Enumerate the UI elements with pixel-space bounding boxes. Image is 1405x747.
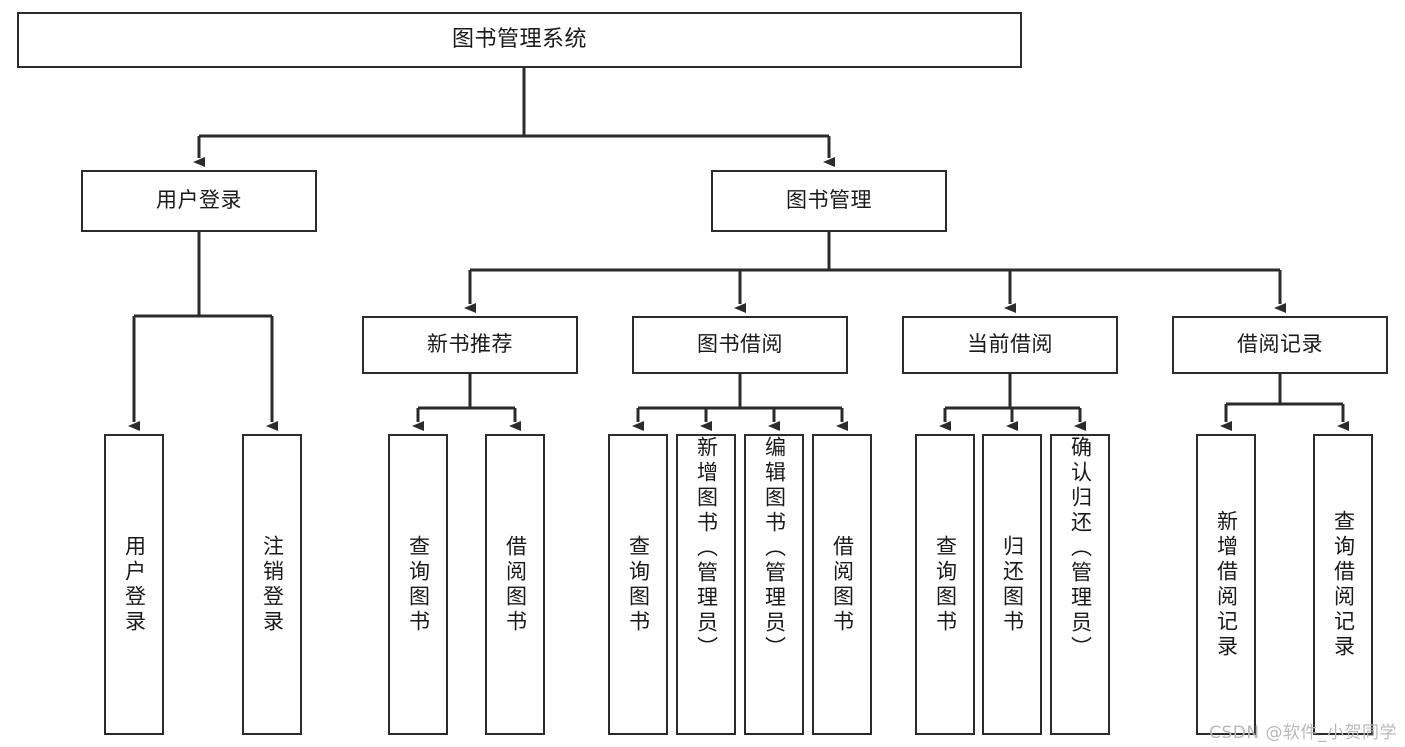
node-leaf-query-book-2-label: 查询图书 [626,534,651,635]
node-leaf-borrow-book-1-label: 借阅图书 [503,534,528,635]
node-leaf-query-record-label: 查询借阅记录 [1331,509,1356,660]
node-user-login-label: 用户登录 [156,188,242,213]
node-leaf-query-book-1[interactable]: 查询图书 [388,434,448,735]
edges-userlogin-to-leaves [128,232,278,431]
node-leaf-query-record[interactable]: 查询借阅记录 [1313,434,1373,735]
node-leaf-add-book-label: 新增图书（管理员） [694,436,719,661]
node-leaf-query-book-2[interactable]: 查询图书 [608,434,668,735]
node-leaf-user-login-label: 用户登录 [122,534,147,635]
edges-bookborrow-to-leaves [632,374,848,431]
node-book-borrow-label: 图书借阅 [697,332,783,357]
node-leaf-edit-book-label: 编辑图书（管理员） [762,436,787,661]
node-leaf-confirm-return-label: 确认归还（管理员） [1068,436,1093,661]
node-leaf-borrow-book-2-label: 借阅图书 [830,534,855,635]
node-root-label: 图书管理系统 [451,26,587,52]
node-leaf-add-record-label: 新增借阅记录 [1214,509,1239,660]
node-leaf-query-book-3[interactable]: 查询图书 [915,434,975,735]
edges-bookmanage-to-level3 [464,232,1286,313]
node-leaf-return-book[interactable]: 归还图书 [982,434,1042,735]
edges-borrowrecord-to-leaves [1220,374,1349,431]
node-leaf-user-login[interactable]: 用户登录 [104,434,164,735]
node-leaf-return-book-label: 归还图书 [1000,534,1025,635]
node-leaf-query-book-3-label: 查询图书 [933,534,958,635]
node-book-manage[interactable]: 图书管理 [711,170,947,232]
node-borrow-record[interactable]: 借阅记录 [1172,316,1388,374]
node-leaf-borrow-book-1[interactable]: 借阅图书 [485,434,545,735]
node-new-book-recommend[interactable]: 新书推荐 [362,316,578,374]
node-user-login[interactable]: 用户登录 [81,170,317,232]
node-leaf-edit-book[interactable]: 编辑图书（管理员） [744,434,804,735]
node-leaf-query-book-1-label: 查询图书 [406,534,431,635]
node-leaf-confirm-return[interactable]: 确认归还（管理员） [1050,434,1110,735]
edges-newbook-to-leaves [412,374,521,431]
node-borrow-record-label: 借阅记录 [1237,332,1323,357]
node-root[interactable]: 图书管理系统 [17,12,1022,68]
node-leaf-add-book[interactable]: 新增图书（管理员） [676,434,736,735]
node-book-borrow[interactable]: 图书借阅 [632,316,848,374]
node-leaf-logout-login-label: 注销登录 [260,534,285,635]
edges-currentborrow-to-leaves [939,374,1086,431]
node-book-manage-label: 图书管理 [786,188,872,213]
edges-root-to-level2 [193,68,835,167]
node-current-borrow[interactable]: 当前借阅 [902,316,1118,374]
node-leaf-borrow-book-2[interactable]: 借阅图书 [812,434,872,735]
node-leaf-logout-login[interactable]: 注销登录 [242,434,302,735]
node-leaf-add-record[interactable]: 新增借阅记录 [1196,434,1256,735]
node-new-book-recommend-label: 新书推荐 [427,332,513,357]
node-current-borrow-label: 当前借阅 [967,332,1053,357]
